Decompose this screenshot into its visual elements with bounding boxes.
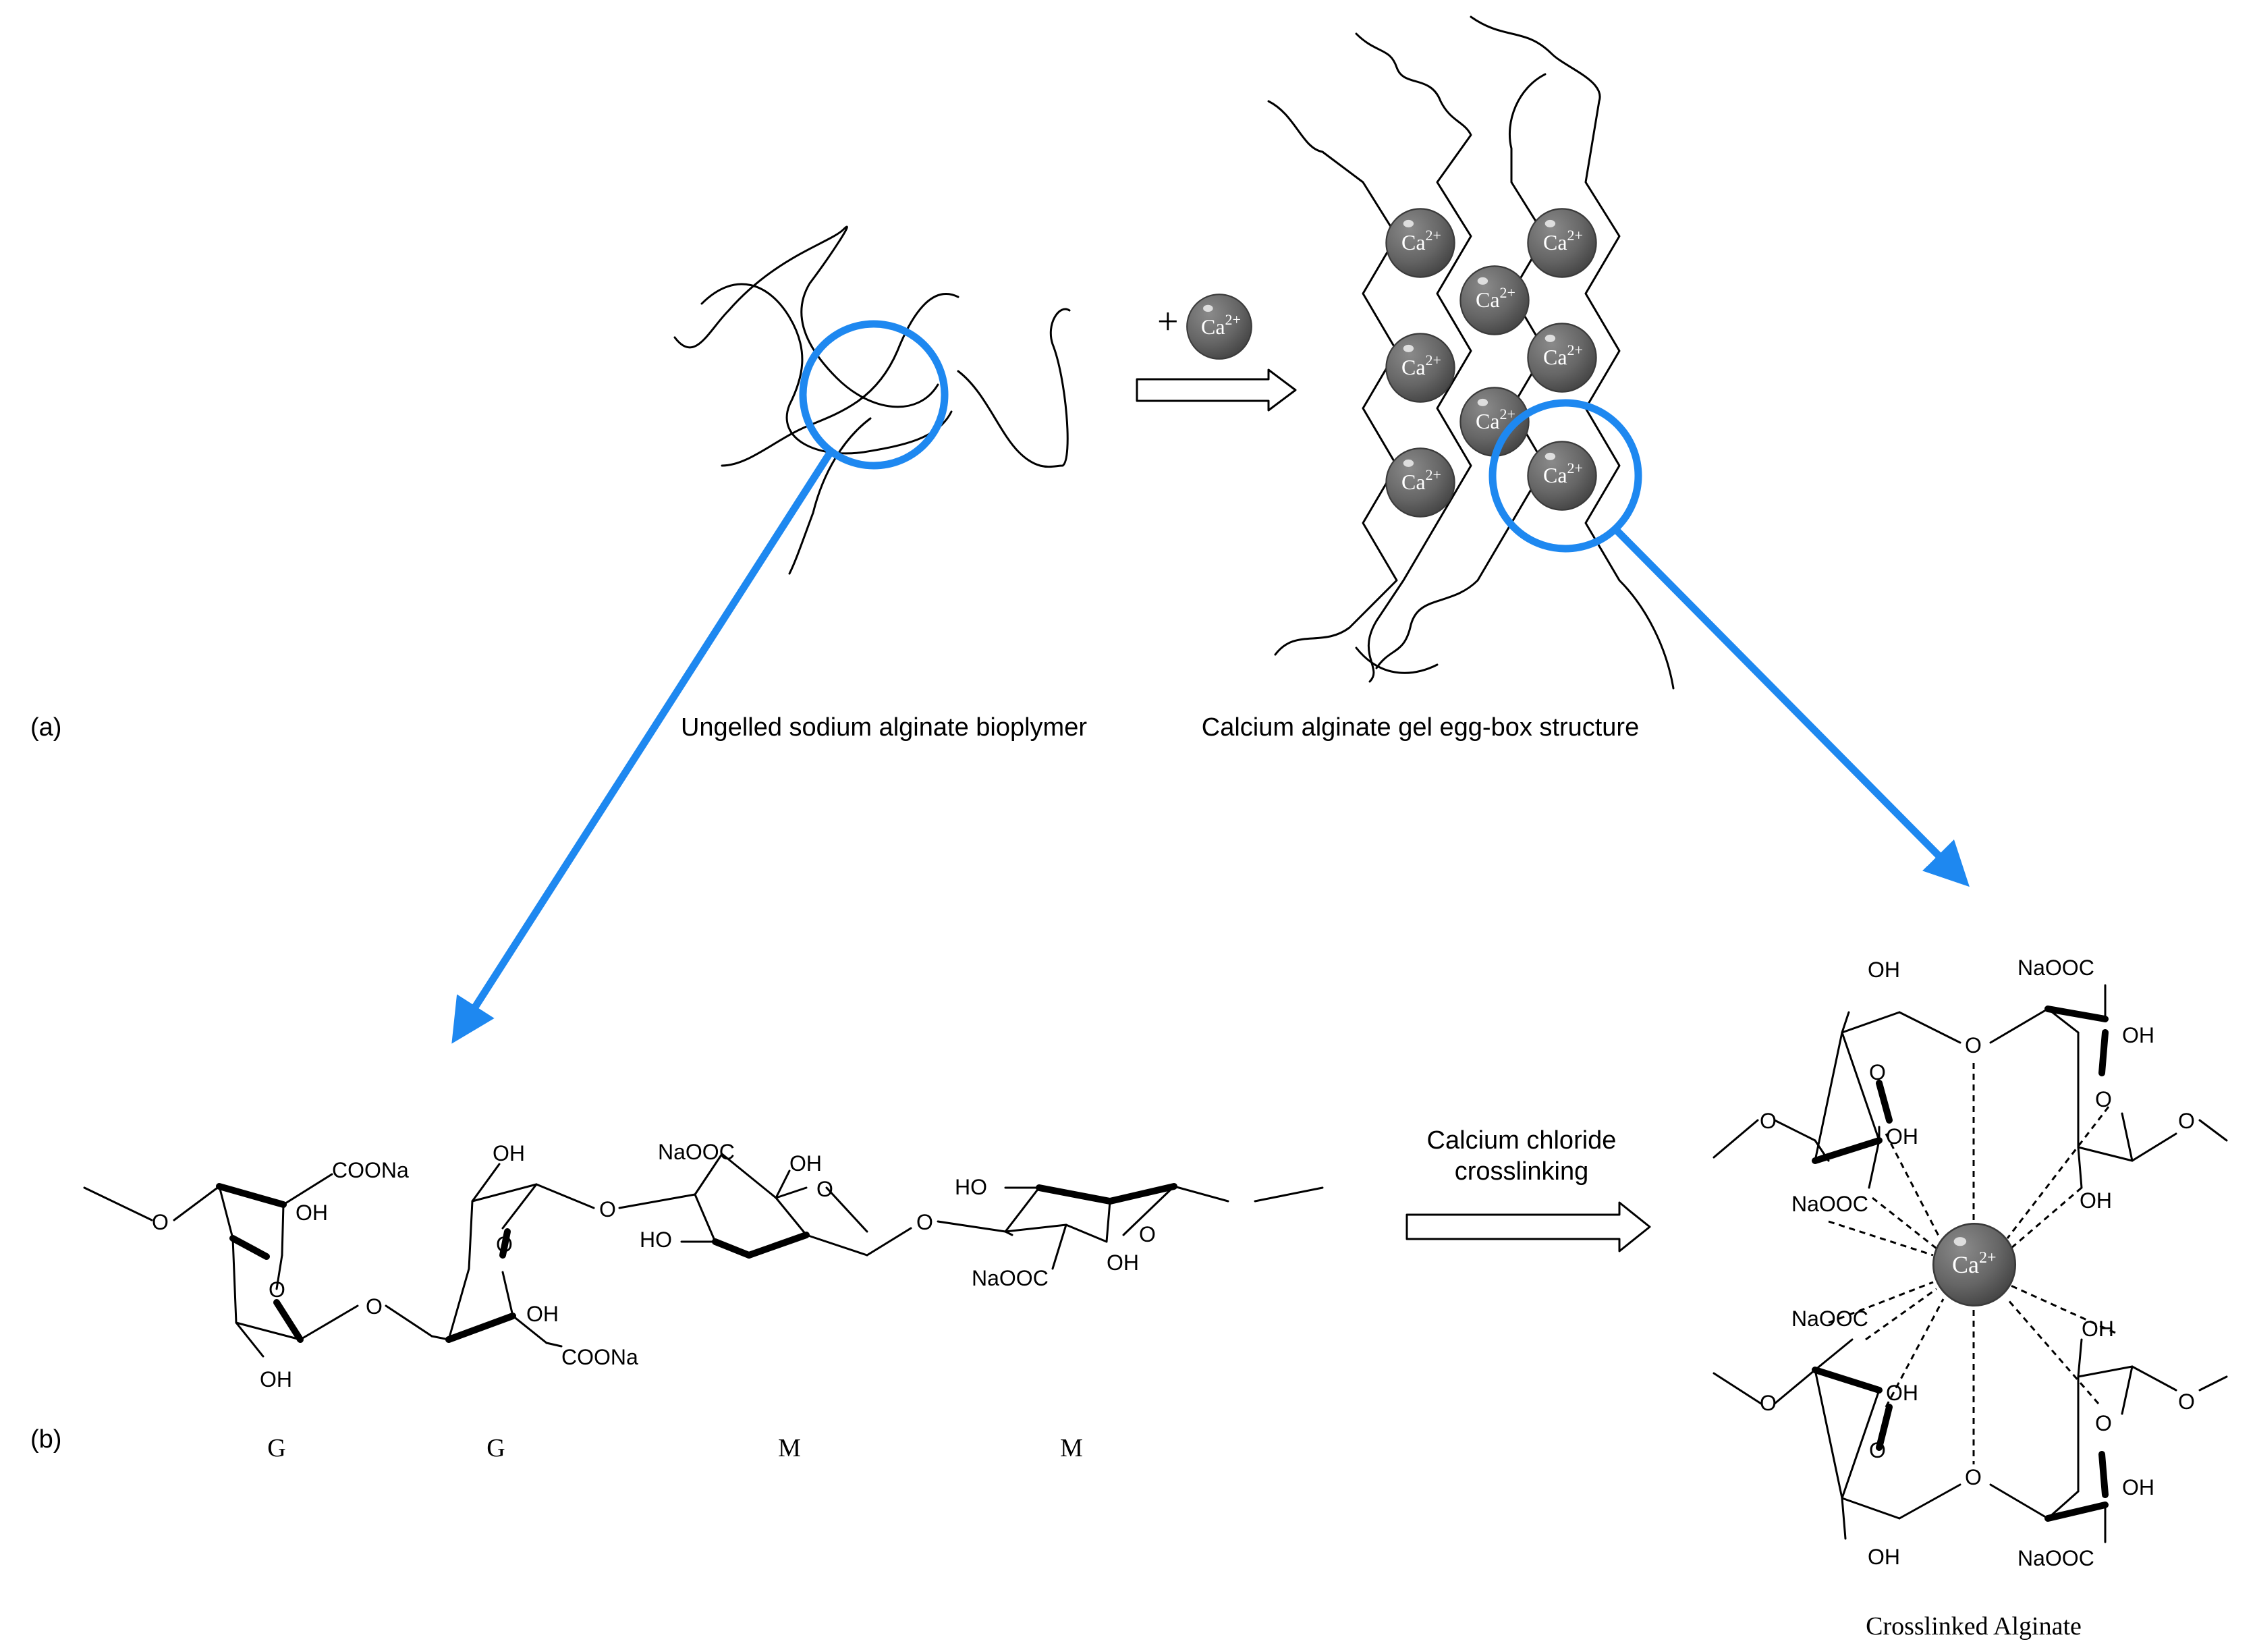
residue-labels: G G M M — [267, 1434, 1083, 1462]
atom-oh: OH — [1886, 1124, 1918, 1149]
atom-o: O — [816, 1177, 833, 1201]
atom-o: O — [1139, 1222, 1156, 1246]
blue-arrow-to-crosslink — [1613, 527, 1970, 887]
svg-text:Ca2+: Ca2+ — [1401, 352, 1441, 379]
atom-o: O — [916, 1210, 933, 1234]
atom-o: O — [152, 1210, 169, 1234]
atom-naooc: NaOOC — [1791, 1306, 1868, 1331]
atom-oh: OH — [2080, 1188, 2112, 1213]
egg-box-ions: Ca2+ Ca2+ Ca2+ Ca2+ Ca2+ Ca2+ Ca2+ Ca2+ — [1385, 208, 1597, 518]
atom-o: O — [2095, 1411, 2112, 1435]
ungelled-alginate-strands — [673, 225, 1071, 575]
hollow-arrow-2 — [1405, 1201, 1651, 1252]
atom-oh: OH — [493, 1141, 525, 1165]
panel-label-a: (a) — [30, 713, 61, 742]
crosslinking-arrow-group: Calcium chloride crosslinking — [1405, 1126, 1651, 1252]
hollow-arrow-1 — [1136, 368, 1297, 412]
crosslinking-label-line1: Calcium chloride — [1427, 1126, 1617, 1155]
atom-o: O — [1869, 1060, 1886, 1084]
atom-o: O — [1760, 1391, 1777, 1415]
atom-oh: OH — [2122, 1023, 2154, 1047]
atom-o: O — [2095, 1087, 2112, 1111]
svg-text:Ca2+: Ca2+ — [1543, 227, 1583, 254]
atom-oh: OH — [789, 1151, 822, 1176]
atom-oh: OH — [260, 1367, 292, 1392]
residue-label: G — [486, 1434, 505, 1462]
egg-box-ion-1: Ca2+ — [1385, 208, 1455, 278]
atom-oh: OH — [296, 1201, 328, 1225]
egg-box-ion-8: Ca2+ — [1527, 441, 1597, 511]
atom-o: O — [2178, 1389, 2195, 1414]
egg-box-ion-6: Ca2+ — [1527, 208, 1597, 278]
atom-naooc: NaOOC — [658, 1140, 735, 1164]
atom-oh: OH — [2082, 1317, 2114, 1341]
atom-o: O — [269, 1277, 285, 1302]
egg-box-ion-7: Ca2+ — [1527, 323, 1597, 393]
residue-label: G — [267, 1434, 285, 1462]
atom-o: O — [1760, 1109, 1777, 1133]
blue-arrow-to-polymer — [451, 449, 835, 1044]
caption-ungelled: Ungelled sodium alginate bioplymer — [681, 713, 1087, 742]
plus-sign: + — [1157, 301, 1179, 343]
svg-text:Ca2+: Ca2+ — [1201, 311, 1241, 339]
svg-text:Ca2+: Ca2+ — [1543, 460, 1583, 487]
reaction-arrow-group: + Ca2+ — [1136, 294, 1297, 412]
atom-naooc: NaOOC — [2017, 956, 2094, 980]
atom-oh: OH — [1868, 958, 1900, 982]
egg-box-chains — [1267, 16, 1675, 690]
highlight-circle-egg-box — [1488, 399, 1642, 553]
ion-charge: 2+ — [1225, 311, 1241, 328]
svg-text:Ca2+: Ca2+ — [1401, 466, 1441, 494]
atom-o: O — [496, 1232, 513, 1257]
atom-naooc: NaOOC — [1791, 1192, 1868, 1216]
egg-box-ion-5: Ca2+ — [1459, 387, 1530, 457]
atom-oh: OH — [1868, 1545, 1900, 1569]
alginate-chain-atom-labels: O COONa OH O OH O OH O OH COONa O NaOOC … — [152, 1140, 1156, 1392]
atom-oh: OH — [2122, 1475, 2154, 1499]
svg-text:Ca2+: Ca2+ — [1952, 1249, 1997, 1278]
crosslinked-structure — [1713, 984, 2228, 1543]
atom-o: O — [1965, 1465, 1982, 1489]
alginate-chain-structure — [83, 1153, 1324, 1358]
svg-text:Ca2+: Ca2+ — [1401, 227, 1441, 254]
atom-oh: OH — [1886, 1381, 1918, 1405]
atom-o: O — [2178, 1109, 2195, 1133]
atom-naooc: NaOOC — [2017, 1546, 2094, 1570]
atom-o: O — [1965, 1033, 1982, 1057]
atom-naooc: NaOOC — [972, 1266, 1049, 1290]
calcium-ion-reactant: Ca2+ — [1186, 294, 1252, 360]
crosslink-center-ion: Ca2+ — [1932, 1222, 2017, 1307]
svg-text:Ca2+: Ca2+ — [1543, 341, 1583, 369]
atom-coona: COONa — [332, 1158, 409, 1182]
svg-text:Ca2+: Ca2+ — [1476, 284, 1515, 312]
atom-ho: HO — [955, 1175, 987, 1199]
atom-oh: OH — [526, 1302, 559, 1326]
caption-egg-box: Calcium alginate gel egg-box structure — [1202, 713, 1639, 742]
atom-o: O — [366, 1294, 383, 1319]
egg-box-ion-3: Ca2+ — [1385, 447, 1455, 518]
crosslinked-atom-labels: OH NaOOC OH O O O O O OH OH NaOOC NaOOC … — [1760, 956, 2195, 1570]
egg-box-ion-4: Ca2+ — [1459, 265, 1530, 335]
egg-box-ion-2: Ca2+ — [1385, 333, 1455, 403]
highlight-circle-ungelled — [799, 320, 949, 470]
atom-o: O — [599, 1197, 616, 1221]
ion-base: Ca — [1201, 314, 1225, 339]
caption-crosslinked: Crosslinked Alginate — [1866, 1612, 2082, 1641]
svg-text:Ca2+: Ca2+ — [1476, 406, 1515, 433]
atom-ho: HO — [640, 1228, 672, 1252]
crosslinking-label-line2: crosslinking — [1455, 1157, 1589, 1186]
atom-oh: OH — [1107, 1250, 1139, 1275]
atom-o: O — [1869, 1438, 1886, 1462]
panel-label-b: (b) — [30, 1425, 61, 1454]
residue-label: M — [778, 1434, 801, 1462]
residue-label: M — [1060, 1434, 1083, 1462]
atom-coona: COONa — [561, 1345, 638, 1369]
